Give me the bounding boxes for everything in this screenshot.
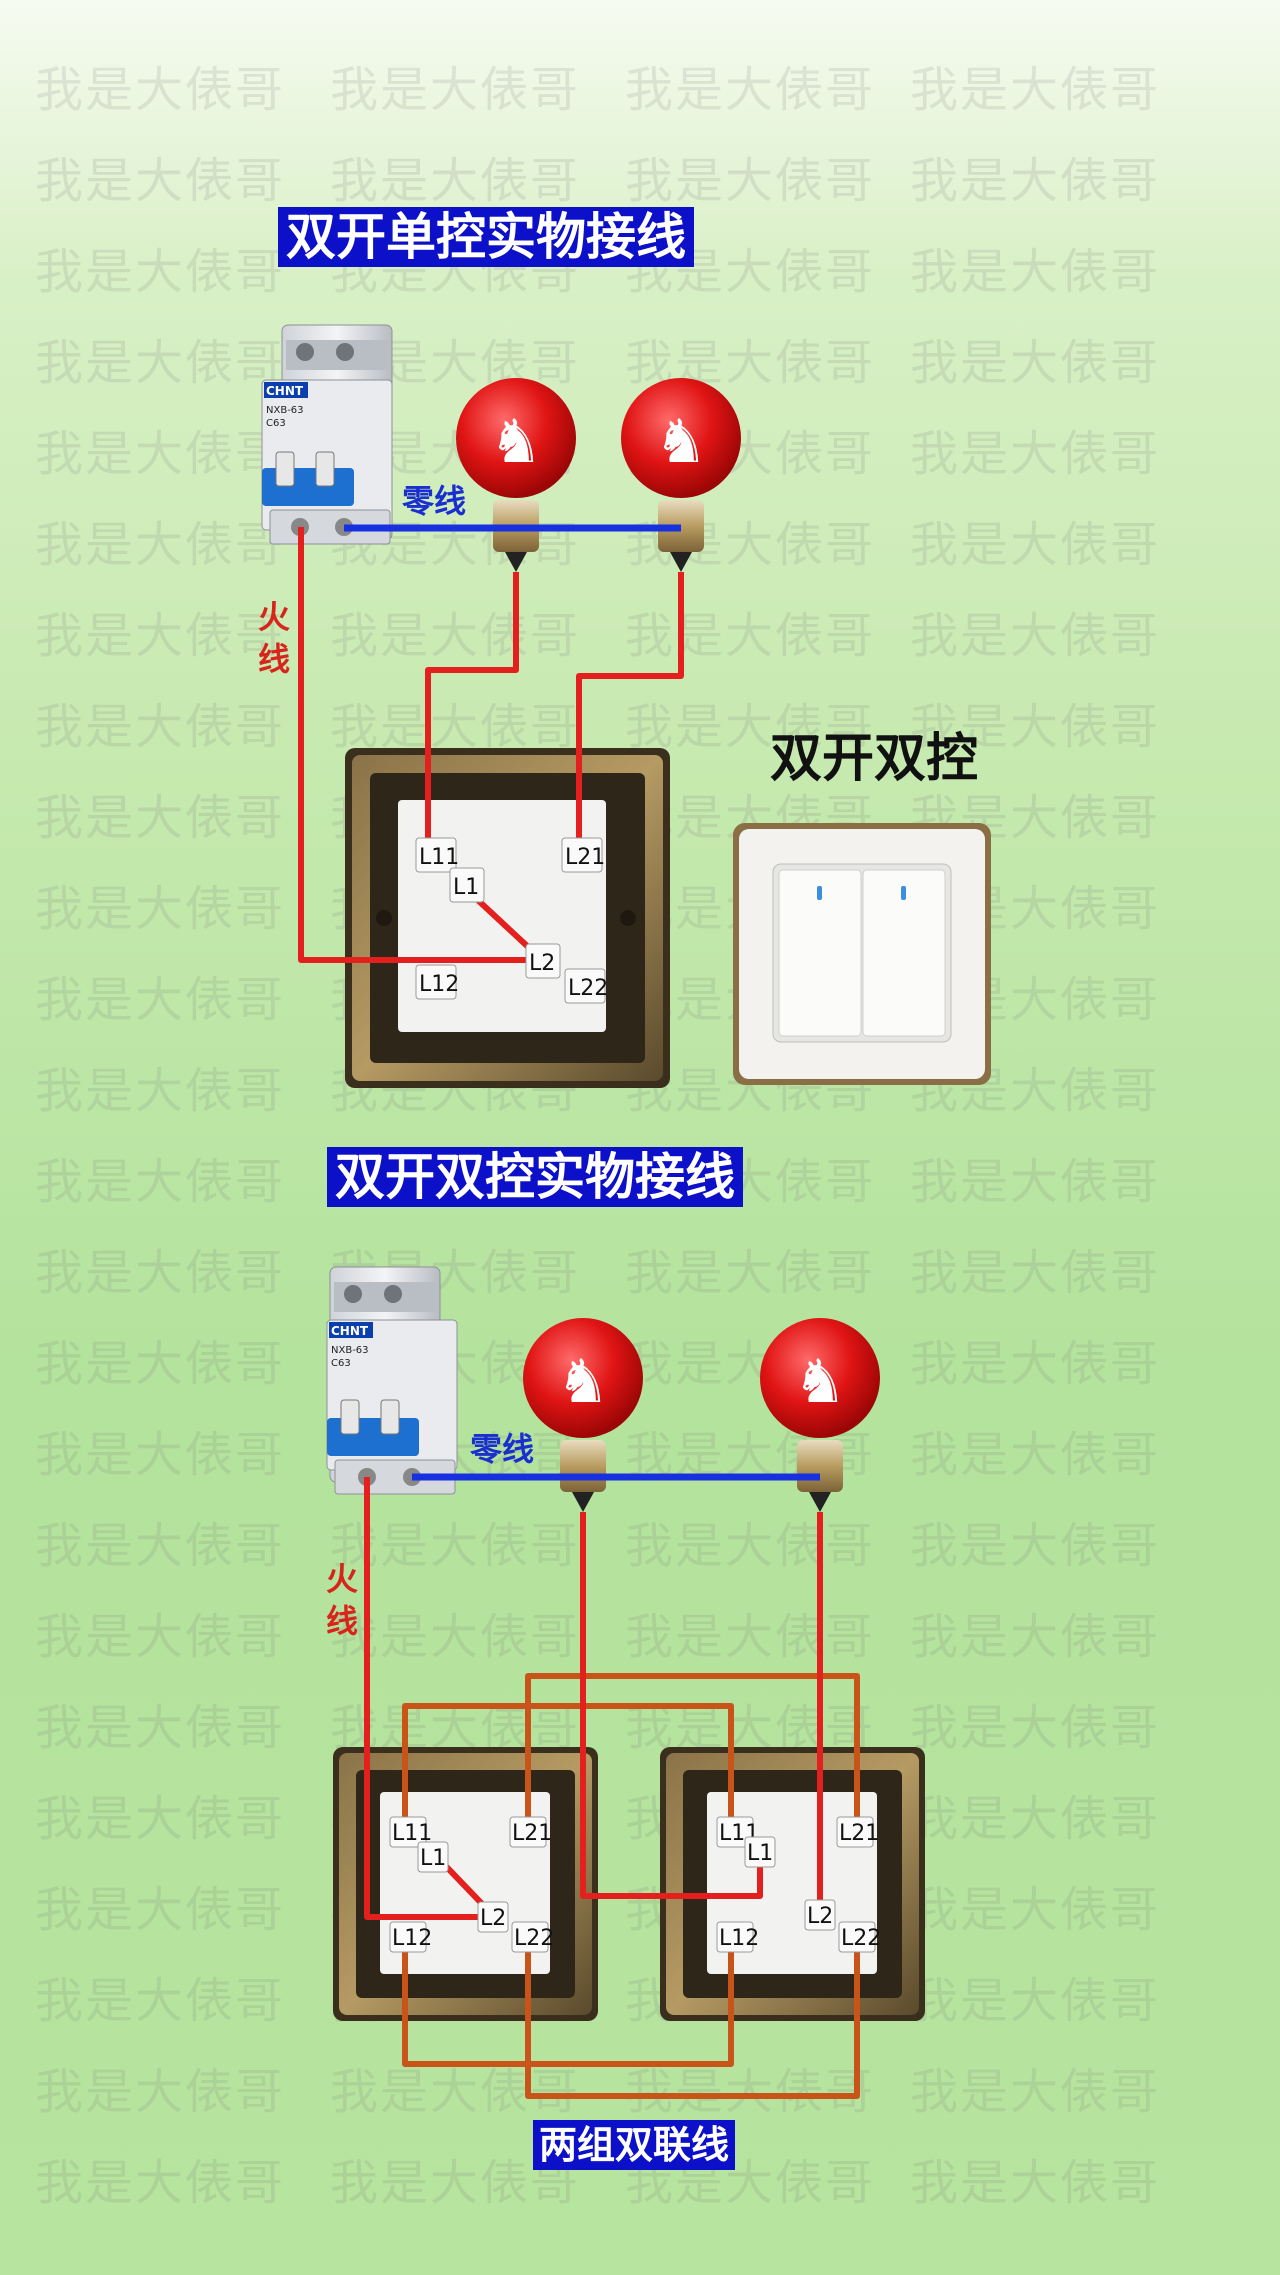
- live-wires-bottom: [364, 1477, 823, 1920]
- title-single-control: 双开单控实物接线: [278, 207, 694, 267]
- terminal-l1-br: L1: [747, 1841, 773, 1866]
- terminal-l2-top: L2: [529, 951, 555, 976]
- caption-traveler-wires: 两组双联线: [533, 2120, 736, 2170]
- terminals-bottom-left: L11 L21 L1 L2 L12 L22: [389, 1816, 554, 1953]
- live-wires-top: [298, 527, 684, 963]
- terminal-l12-bl: L12: [392, 1926, 432, 1951]
- live-label-bottom-2: 线: [326, 1602, 358, 1640]
- breaker-top: CHNT NXB-63 C63: [261, 324, 393, 545]
- terminal-l2-br: L2: [807, 1904, 833, 1929]
- bulb-top-left: ♞: [456, 378, 576, 572]
- terminal-l11-top: L11: [419, 845, 459, 870]
- terminal-l2-bl: L2: [480, 1906, 506, 1931]
- traveler-wires: [402, 1673, 860, 2099]
- breaker-rating-bottom: C63: [331, 1358, 351, 1369]
- bulb-bottom-right: ♞: [760, 1318, 880, 1512]
- bulb-top-right: ♞: [621, 378, 741, 572]
- terminals-top: L11 L21 L1 L2 L12 L22: [415, 837, 608, 1004]
- switch-product-image: [733, 823, 991, 1085]
- terminal-l21-br: L21: [839, 1821, 879, 1846]
- breaker-rating-top: C63: [266, 418, 286, 429]
- svg-text:♞: ♞: [556, 1347, 610, 1417]
- svg-text:♞: ♞: [793, 1347, 847, 1417]
- live-label-top-2: 线: [258, 640, 290, 678]
- svg-text:♞: ♞: [654, 407, 708, 477]
- terminal-l1-top: L1: [453, 875, 479, 900]
- terminal-l22-bl: L22: [514, 1926, 554, 1951]
- switch-plate-bottom-right: [660, 1747, 925, 2021]
- neutral-label-top: 零线: [402, 482, 466, 520]
- terminal-l1-bl: L1: [420, 1846, 446, 1871]
- switch-product-title: 双开双控: [770, 729, 978, 789]
- breaker-bottom: CHNT NXB-63 C63: [326, 1266, 458, 1495]
- terminal-l22-top: L22: [568, 976, 608, 1001]
- breaker-model-bottom: NXB-63: [331, 1345, 369, 1356]
- neutral-label-bottom: 零线: [470, 1430, 534, 1468]
- breaker-brand-bottom: CHNT: [331, 1324, 369, 1338]
- bulb-bottom-left: ♞: [523, 1318, 643, 1512]
- terminal-l21-top: L21: [565, 845, 605, 870]
- switch-plate-top: [345, 748, 670, 1088]
- terminal-l21-bl: L21: [512, 1821, 552, 1846]
- breaker-brand-top: CHNT: [266, 384, 304, 398]
- live-label-bottom-1: 火: [326, 1560, 358, 1598]
- terminal-l22-br: L22: [841, 1926, 881, 1951]
- terminals-bottom-right: L11 L21 L1 L2 L12 L22: [716, 1816, 881, 1953]
- title-double-control: 双开双控实物接线: [327, 1147, 743, 1207]
- breaker-model-top: NXB-63: [266, 405, 304, 416]
- live-label-top-1: 火: [258, 598, 290, 636]
- terminal-l12-top: L12: [419, 972, 459, 997]
- terminal-l12-br: L12: [719, 1926, 759, 1951]
- svg-text:♞: ♞: [489, 407, 543, 477]
